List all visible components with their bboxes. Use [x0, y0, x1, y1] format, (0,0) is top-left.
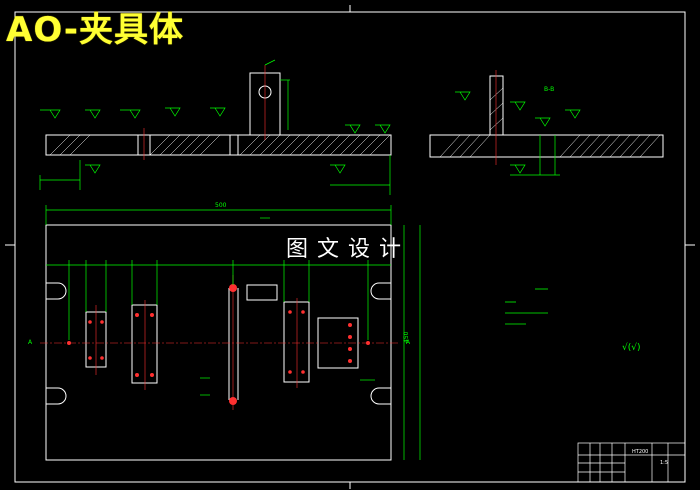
dim-overall-width: 500: [215, 202, 227, 209]
view-label-a-right: A: [406, 339, 411, 346]
drawing-title: AO-夹具体: [6, 10, 184, 50]
technical-notes: [505, 288, 548, 325]
side-section-view: [429, 70, 664, 175]
front-view-annotations: [39, 59, 391, 195]
side-view-label: B-B: [544, 86, 554, 93]
frame-ticks: [5, 5, 695, 489]
side-view-annotations: [455, 91, 581, 176]
title-block-material: HT200: [632, 449, 648, 455]
plan-view: [40, 224, 400, 461]
front-section-view: [45, 65, 392, 160]
view-label-a-left: A: [28, 339, 33, 346]
title-block: [577, 442, 686, 483]
title-block-scale: 1:5: [660, 460, 668, 466]
dim-height: 450: [403, 331, 410, 343]
plan-view-dimensions: [45, 205, 421, 460]
roughness-symbol: √(√): [622, 342, 641, 353]
watermark-text: 图文设计: [286, 237, 411, 262]
